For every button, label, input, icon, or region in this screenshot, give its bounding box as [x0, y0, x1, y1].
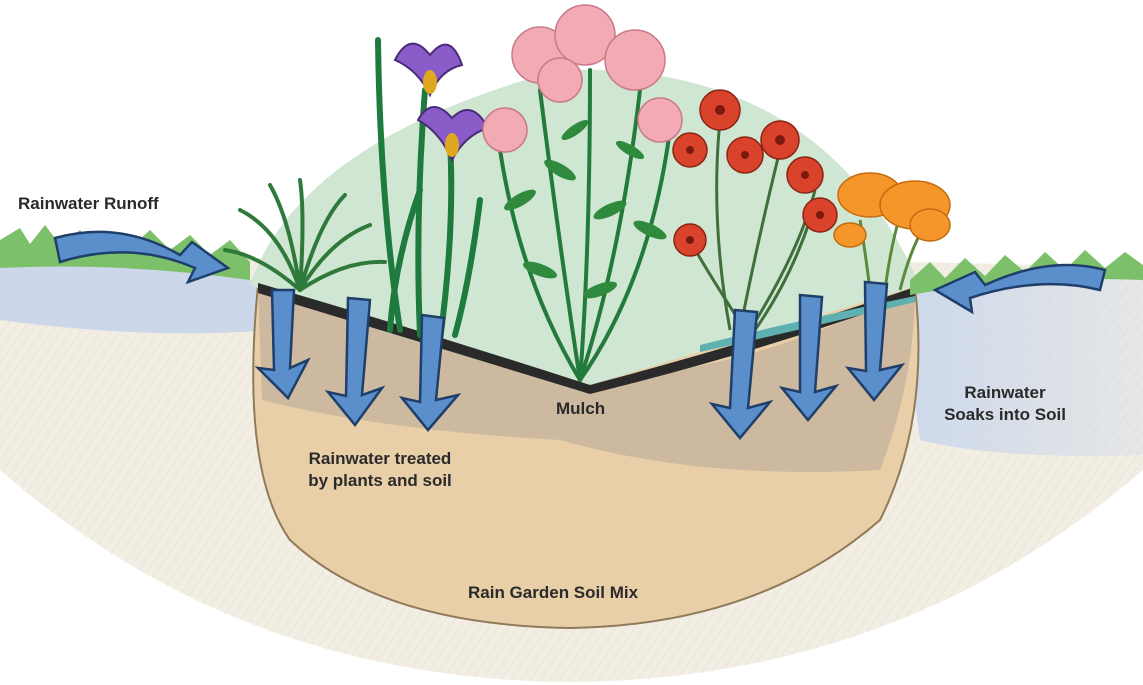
label-soaks-line2: Soaks into Soil	[920, 404, 1090, 426]
label-rainwater-treated: Rainwater treated by plants and soil	[280, 448, 480, 492]
label-rainwater-runoff: Rainwater Runoff	[18, 193, 159, 215]
label-rainwater-soaks: Rainwater Soaks into Soil	[920, 382, 1090, 426]
label-soaks-line1: Rainwater	[920, 382, 1090, 404]
runoff-soak-right	[900, 268, 1143, 456]
label-mulch: Mulch	[556, 398, 605, 420]
label-treated-line2: by plants and soil	[280, 470, 480, 492]
label-treated-line1: Rainwater treated	[280, 448, 480, 470]
label-rain-garden-soil-mix: Rain Garden Soil Mix	[468, 582, 638, 604]
